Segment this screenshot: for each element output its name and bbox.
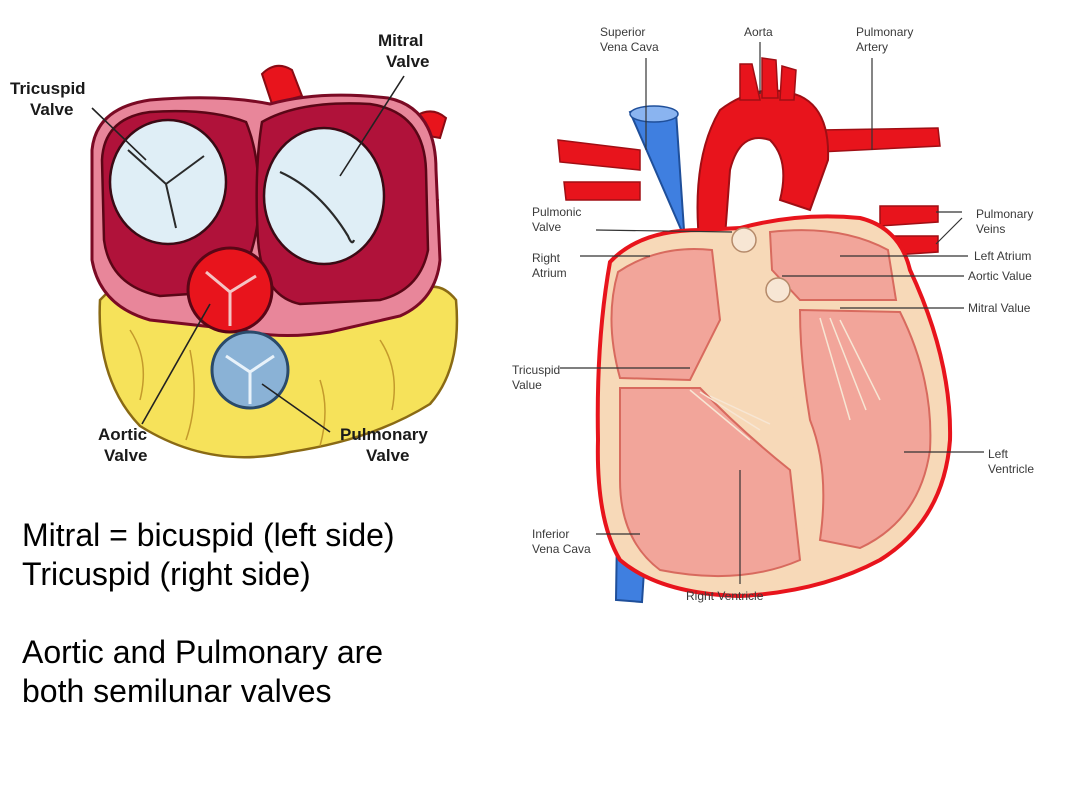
tricuspid-commissures <box>127 149 205 229</box>
svc-opening <box>629 105 679 123</box>
septum <box>723 296 821 541</box>
tricuspid-leader <box>91 107 147 161</box>
aortic-branches <box>739 57 797 101</box>
pulmonic-valve-leader <box>595 229 733 233</box>
aorta-label: Aorta <box>744 25 773 39</box>
right-ventricle-chamber <box>619 387 802 578</box>
pulmonary-artery-branch-left-lower <box>563 181 641 201</box>
heart-cross-section: Superior Vena Cava Aorta Pulmonary Arter… <box>512 25 1037 604</box>
valve-top-view: Tricuspid Valve Mitral Valve Aortic Valv… <box>10 31 459 465</box>
notes-block: Mitral = bicuspid (left side) Tricuspid … <box>22 516 512 711</box>
pulmonary-vein-upper <box>879 205 939 227</box>
chordae-left <box>819 317 881 421</box>
superior-vena-cava-label: Superior Vena Cava <box>600 25 659 54</box>
mitral-valve-disc <box>262 126 386 266</box>
right-atrium-label: Right Atrium <box>532 251 567 280</box>
tricuspid-value-label: Tricuspid Value <box>512 363 564 392</box>
fat-texture <box>129 329 395 447</box>
pulmonary-veins-leader <box>935 211 963 245</box>
mitral-commissure <box>279 170 356 244</box>
right-atrium-chamber <box>610 247 722 382</box>
pulmonary-artery-branch-right <box>819 127 941 153</box>
left-atrium-chamber <box>768 229 898 301</box>
aortic-value-label: Aortic Value <box>968 269 1032 283</box>
pulmonic-valve-label: Pulmonic Valve <box>532 205 585 234</box>
aortic-valve-shape <box>765 277 791 303</box>
note-spacer <box>22 594 512 633</box>
aortic-cusps <box>205 270 257 326</box>
note-line-semilunar-1: Aortic and Pulmonary are <box>22 634 384 670</box>
mitral-value-label: Mitral Value <box>968 301 1031 315</box>
pulmonary-artery-label: Pulmonary Artery <box>856 25 917 54</box>
note-line-semilunar-2: both semilunar valves <box>22 673 332 709</box>
left-ventricle-chamber <box>798 308 932 550</box>
vessel-stub-top <box>260 64 304 106</box>
pulmonic-valve-shape <box>731 227 757 253</box>
chordae-right <box>689 389 771 441</box>
pulmonary-veins-label: Pulmonary Veins <box>976 207 1037 236</box>
aortic-valve-label: Aortic Valve <box>98 425 152 465</box>
inferior-vena-cava-label: Inferior Vena Cava <box>532 527 591 556</box>
pulmonary-artery-branch-left <box>557 139 641 171</box>
pulmonary-leader <box>261 383 331 433</box>
left-atrium-label: Left Atrium <box>974 249 1031 263</box>
mitral-valve-label: Mitral Valve <box>378 31 430 71</box>
left-ventricle-label: Left Ventricle <box>988 447 1034 476</box>
aortic-valve-disc <box>186 246 274 334</box>
mitral-leader <box>339 75 405 177</box>
pulmonary-valve-label: Pulmonary Valve <box>340 425 433 465</box>
right-ventricle-label: Right Ventricle <box>686 589 764 603</box>
note-line-tricuspid: Tricuspid (right side) <box>22 556 311 592</box>
tricuspid-valve-label: Tricuspid Valve <box>10 79 90 119</box>
note-line-mitral: Mitral = bicuspid (left side) <box>22 517 395 553</box>
pulmonary-cusps <box>225 354 275 404</box>
aortic-leader <box>141 303 211 425</box>
aorta-arch <box>696 89 830 251</box>
